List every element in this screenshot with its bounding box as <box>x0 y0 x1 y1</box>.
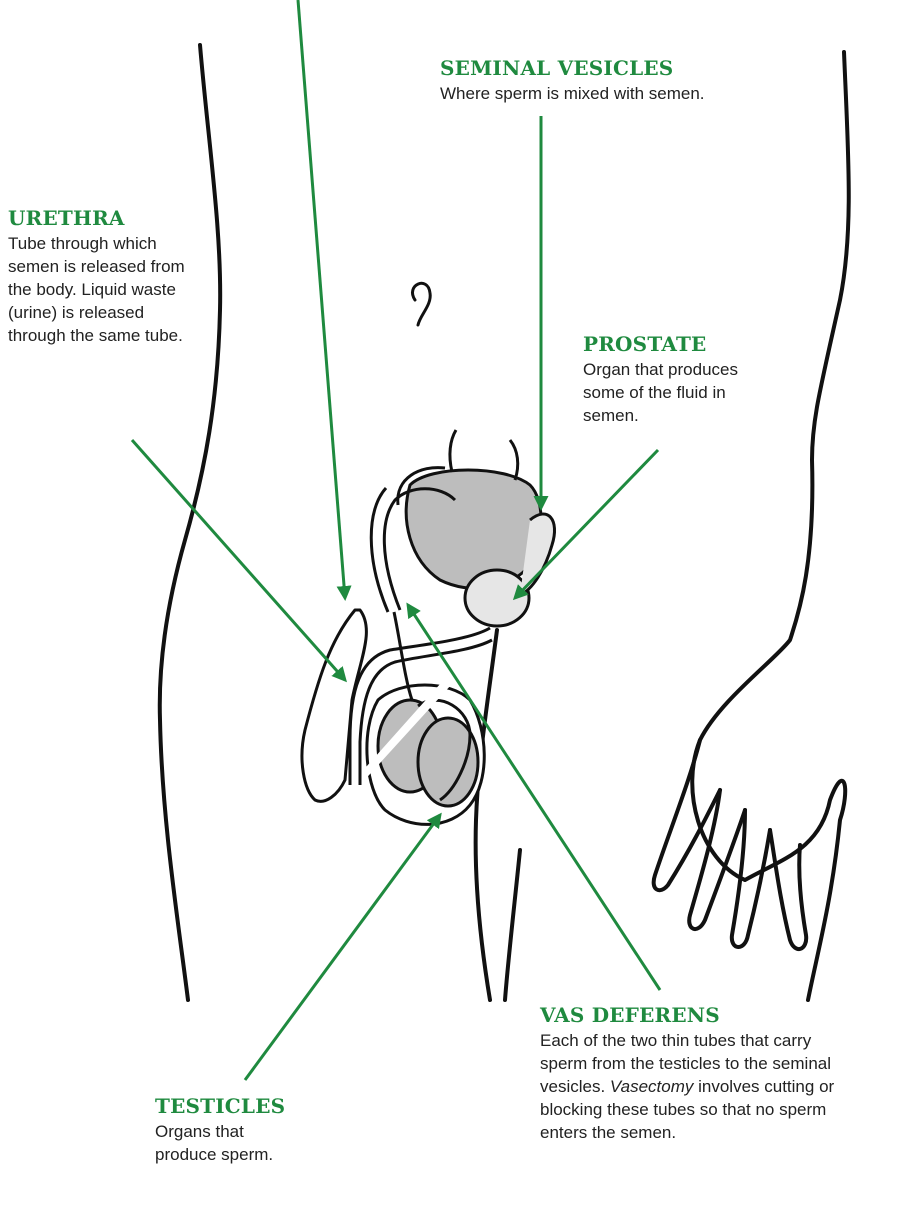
label-vas-deferens: VAS DEFERENS Each of the two thin tubes … <box>540 1003 845 1144</box>
seminal-vesicles-title: SEMINAL VESICLES <box>440 56 820 80</box>
arrow-testicles <box>245 815 440 1080</box>
arrow-unlabeled <box>298 0 345 598</box>
label-prostate: PROSTATE Organ that produces some of the… <box>583 332 758 427</box>
label-urethra: URETHRA Tube through which semen is rele… <box>8 206 193 347</box>
prostate-title: PROSTATE <box>583 332 758 356</box>
urethra-title: URETHRA <box>8 206 193 230</box>
vas-deferens-description: Each of the two thin tubes that carry sp… <box>540 1029 845 1144</box>
label-seminal-vesicles: SEMINAL VESICLES Where sperm is mixed wi… <box>440 56 820 105</box>
label-testicles: TESTICLES Organs that produce sperm. <box>155 1094 305 1166</box>
urethra-description: Tube through which semen is released fro… <box>8 232 193 347</box>
hand-finger-1 <box>654 740 720 890</box>
right-body-contour <box>692 52 849 1000</box>
seminal-vesicles-description: Where sperm is mixed with semen. <box>440 82 820 105</box>
testicles-title: TESTICLES <box>155 1094 305 1118</box>
vasectomy-emphasis: Vasectomy <box>610 1077 693 1096</box>
left-body-contour <box>160 45 220 1000</box>
inner-thigh-line-2 <box>505 850 520 1000</box>
reproductive-organs <box>302 430 555 824</box>
prostate <box>465 570 529 626</box>
inner-thigh-line <box>476 630 497 1000</box>
ureter-left <box>450 430 456 472</box>
testicles-description: Organs that produce sperm. <box>155 1120 305 1166</box>
hand-thumb <box>770 830 806 949</box>
vas-deferens-title: VAS DEFERENS <box>540 1003 845 1027</box>
ureter-right <box>510 440 518 480</box>
prostate-description: Organ that produces some of the fluid in… <box>583 358 758 427</box>
navel <box>412 283 430 325</box>
